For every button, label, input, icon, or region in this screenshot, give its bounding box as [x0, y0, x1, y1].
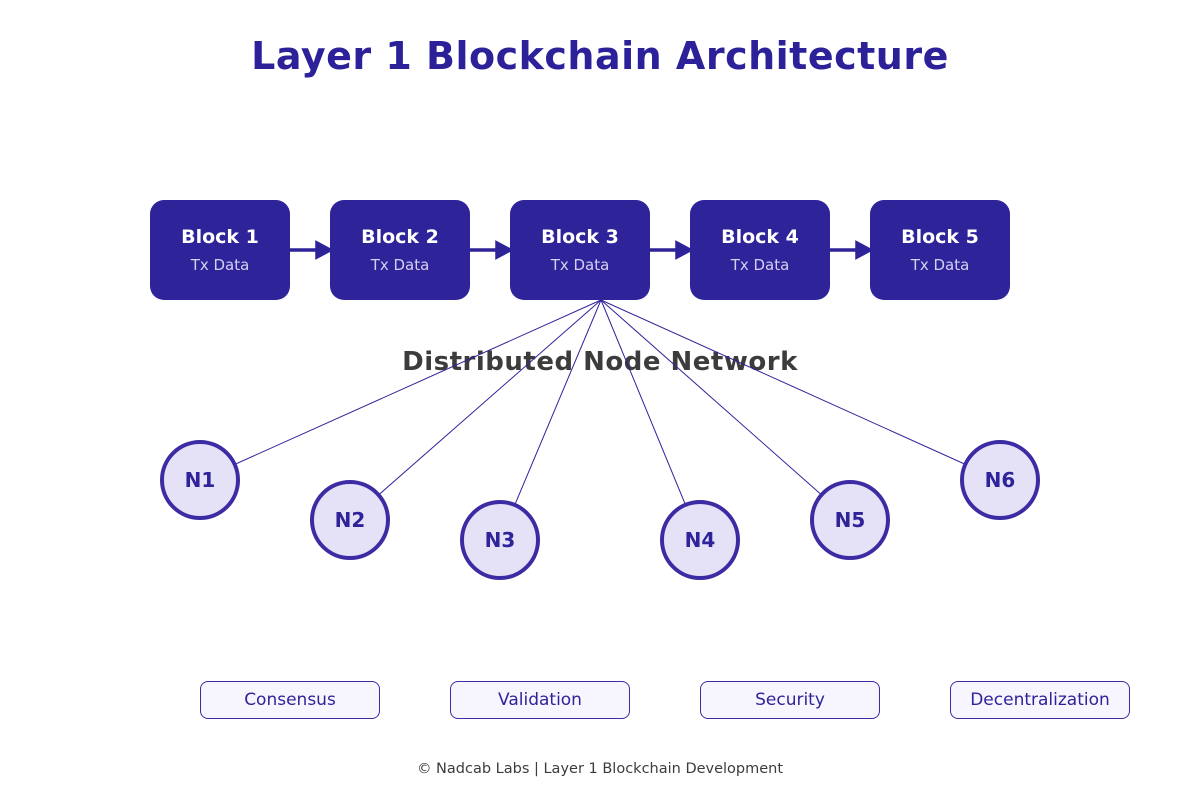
block-tx-label: Tx Data [730, 256, 790, 274]
node-label: N4 [684, 528, 716, 552]
block-tx-label: Tx Data [910, 256, 970, 274]
fan-line-n5 [600, 299, 851, 521]
block-label: Block 5 [901, 226, 979, 248]
feature-label: Consensus [244, 690, 336, 710]
block-label: Block 2 [361, 226, 439, 248]
chain-arrowhead-icon-1 [315, 240, 334, 260]
block-label: Block 3 [541, 226, 619, 248]
block-2: Block 2 Tx Data [330, 200, 470, 300]
block-5: Block 5 Tx Data [870, 200, 1010, 300]
page-title: Layer 1 Blockchain Architecture [251, 34, 949, 78]
node-label: N5 [834, 508, 866, 532]
footer-credit: © Nadcab Labs | Layer 1 Blockchain Devel… [416, 761, 784, 777]
block-1: Block 1 Tx Data [150, 200, 290, 300]
node-label: N6 [984, 468, 1016, 492]
fan-line-n6 [600, 299, 1001, 481]
block-4: Block 4 Tx Data [690, 200, 830, 300]
node-n1: N1 [160, 440, 240, 520]
fan-line-n1 [199, 299, 602, 481]
fan-line-n2 [349, 299, 602, 521]
node-label: N3 [484, 528, 516, 552]
block-tx-label: Tx Data [190, 256, 250, 274]
node-label: N2 [334, 508, 366, 532]
network-title: Distributed Node Network [402, 347, 798, 377]
node-n5: N5 [810, 480, 890, 560]
feature-label: Security [755, 690, 825, 710]
node-n3: N3 [460, 500, 540, 580]
block-3: Block 3 Tx Data [510, 200, 650, 300]
chain-arrowhead-icon-3 [675, 240, 694, 260]
feature-consensus: Consensus [200, 681, 380, 719]
feature-validation: Validation [450, 681, 630, 719]
block-tx-label: Tx Data [550, 256, 610, 274]
node-n6: N6 [960, 440, 1040, 520]
block-label: Block 1 [181, 226, 259, 248]
node-n4: N4 [660, 500, 740, 580]
block-tx-label: Tx Data [370, 256, 430, 274]
node-label: N1 [184, 468, 216, 492]
feature-decentralization: Decentralization [950, 681, 1130, 719]
feature-label: Validation [498, 690, 582, 710]
node-n2: N2 [310, 480, 390, 560]
chain-arrowhead-icon-4 [855, 240, 874, 260]
feature-security: Security [700, 681, 880, 719]
block-label: Block 4 [721, 226, 799, 248]
feature-label: Decentralization [970, 690, 1110, 710]
chain-arrowhead-icon-2 [495, 240, 514, 260]
